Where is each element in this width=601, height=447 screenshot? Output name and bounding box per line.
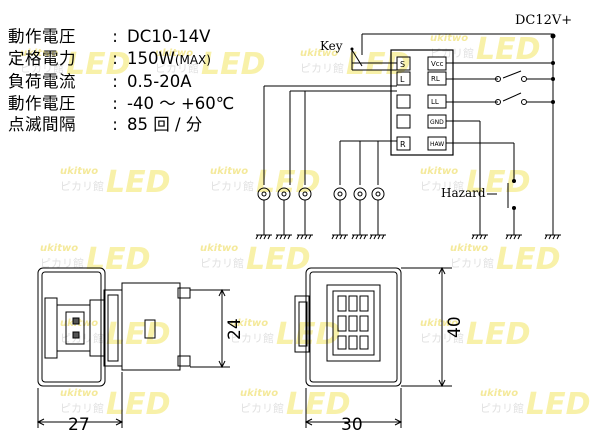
spec-value-suffix: (MAX) [174, 52, 211, 67]
watermark-brand-main: LED [246, 242, 311, 277]
pin-label-right-4: GND [430, 119, 444, 126]
spec-label: 点滅間隔 [8, 115, 76, 134]
watermark-brand-kana: ピカリ館 [480, 401, 524, 415]
spec-separator: : [112, 48, 118, 68]
spec-separator: : [112, 115, 118, 134]
pin-label-right-2: RL [431, 75, 440, 83]
watermark-brand-kana: ピカリ館 [155, 61, 199, 75]
watermark-brand-top: ukitwo [60, 166, 98, 177]
watermark-brand-kana: ピカリ館 [420, 179, 464, 193]
watermark-brand-kana: ピカリ館 [40, 256, 84, 270]
spec-row: 定格電力 : 150W(MAX) [8, 48, 234, 72]
watermark-layer: ukitwo LED ピカリ館 ukitwo LED ピカリ館 ukitwo L… [20, 32, 591, 422]
watermark-brand-top: ukitwo [155, 48, 193, 59]
watermark-brand-top: ukitwo [300, 48, 338, 59]
pin-label-right-3: LL [431, 98, 439, 106]
dimension-side-width: 27 [68, 415, 90, 435]
watermark-brand-main: LED [106, 387, 171, 422]
spec-label: 動作電圧 [8, 27, 76, 46]
watermark-brand-main: LED [476, 32, 541, 67]
hazard-label: Hazard [441, 186, 486, 200]
pin-label-right-1: Vcc [431, 60, 444, 68]
spec-value: 150W(MAX) [127, 48, 211, 68]
spec-value: 0.5-20A [127, 72, 192, 91]
wiring-diagram: DC12V+ Key S L R Vcc RL LL GND HAW [255, 13, 572, 240]
watermark-brand-kana: ピカリ館 [60, 401, 104, 415]
pin-label-right-5: HAW [430, 141, 444, 148]
watermark-brand-kana: ピカリ館 [200, 256, 244, 270]
spec-value: -40 ～ +60℃ [127, 93, 235, 113]
watermark-brand-kana: ピカリ館 [450, 256, 494, 270]
watermark-brand-kana: ピカリ館 [300, 61, 344, 75]
watermark-brand-top: ukitwo [420, 166, 458, 177]
watermark-brand-top: ukitwo [240, 388, 278, 399]
watermark-brand-top: ukitwo [200, 243, 238, 254]
watermark-brand-main: LED [201, 47, 266, 82]
spec-value: DC10-14V [127, 27, 211, 46]
side-view-drawing [36, 267, 230, 428]
watermark-brand-main: LED [256, 165, 321, 200]
spec-row: 動作電圧 : DC10-14V [8, 26, 234, 48]
watermark-brand-top: ukitwo [40, 243, 78, 254]
watermark-brand-main: LED [86, 242, 151, 277]
dimension-front-height: 40 [445, 316, 465, 338]
spec-label: 動作電圧 [8, 93, 76, 113]
watermark-brand-kana: ピカリ館 [230, 331, 274, 345]
watermark-brand-main: LED [286, 387, 351, 422]
dimension-front-width: 30 [341, 415, 363, 435]
watermark-brand-top: ukitwo [420, 318, 458, 329]
pin-label-left-1: S [400, 60, 405, 69]
watermark-brand-main: LED [66, 47, 131, 82]
watermark-brand-main: LED [276, 317, 341, 352]
watermark-brand-main: LED [106, 165, 171, 200]
spec-table: 動作電圧 : DC10-14V 定格電力 : 150W(MAX) 負荷電流 : … [8, 26, 234, 136]
watermark-brand-kana: ピカリ館 [20, 61, 64, 75]
dimension-side-height: 24 [225, 318, 245, 340]
spec-separator: : [112, 72, 118, 91]
watermark-brand-main: LED [466, 165, 531, 200]
spec-row: 点滅間隔 : 85 回 / 分 [8, 114, 234, 136]
watermark-brand-kana: ピカリ館 [240, 401, 284, 415]
watermark-brand-kana: ピカリ館 [430, 46, 474, 60]
watermark-brand-top: ukitwo [430, 33, 468, 44]
supply-label: DC12V+ [515, 13, 572, 28]
watermark-brand-top: ukitwo [230, 318, 268, 329]
spec-value: 85 回 / 分 [127, 115, 203, 134]
key-label: Key [320, 39, 343, 53]
ground-icon [255, 234, 561, 240]
spec-row: 負荷電流 : 0.5-20A [8, 71, 234, 93]
watermark-brand-main: LED [496, 242, 561, 277]
watermark-brand-kana: ピカリ館 [60, 331, 104, 345]
watermark-brand-top: ukitwo [60, 388, 98, 399]
watermark-brand-top: ukitwo [210, 166, 248, 177]
watermark-brand-kana: ピカリ館 [60, 179, 104, 193]
watermark-brand-top: ukitwo [480, 388, 518, 399]
watermark-brand-main: LED [106, 317, 171, 352]
watermark-brand-kana: ピカリ館 [210, 179, 254, 193]
watermark-brand-top: ukitwo [20, 48, 58, 59]
spec-label: 定格電力 [8, 48, 76, 68]
spec-separator: : [112, 93, 118, 113]
watermark-brand-main: LED [346, 47, 411, 82]
pin-label-left-5: R [400, 140, 406, 149]
pin-label-left-2: L [400, 75, 405, 84]
watermark-brand-top: ukitwo [450, 243, 488, 254]
spec-row: 動作電圧 : -40 ～ +60℃ [8, 93, 234, 115]
watermark-brand-main: LED [526, 387, 591, 422]
spec-separator: : [112, 27, 118, 46]
spec-label: 負荷電流 [8, 72, 76, 91]
front-view-drawing [294, 266, 452, 428]
watermark-brand-main: LED [466, 317, 531, 352]
